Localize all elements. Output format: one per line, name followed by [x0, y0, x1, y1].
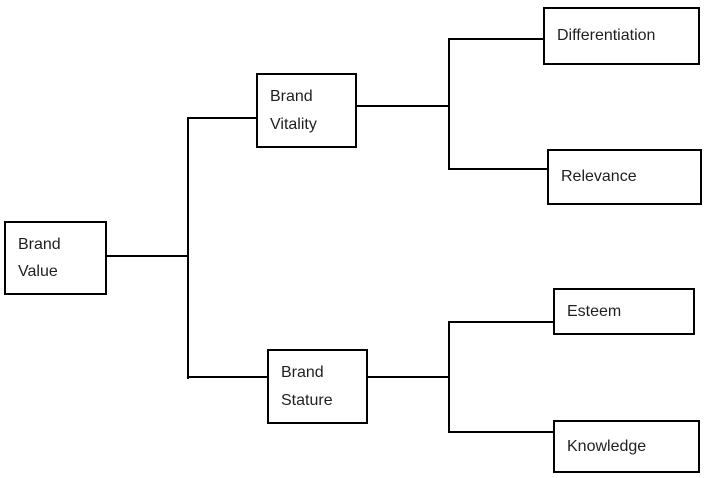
connector-to-brandvitality: [187, 117, 256, 119]
connector-stature-trunk: [448, 321, 450, 433]
connector-brandvalue-out: [107, 255, 189, 257]
node-esteem: Esteem: [553, 288, 695, 335]
connector-to-knowledge: [448, 431, 553, 433]
node-brand-value: Brand Value: [4, 221, 107, 295]
node-differentiation: Differentiation: [543, 7, 700, 65]
connector-to-relevance: [448, 168, 547, 170]
connector-to-differentiation: [448, 38, 543, 40]
node-relevance: Relevance: [547, 149, 702, 205]
connector-to-esteem: [448, 321, 553, 323]
node-brand-stature: Brand Stature: [267, 349, 368, 424]
connector-vitality-trunk: [448, 38, 450, 170]
connector-to-brandstature: [187, 376, 267, 378]
node-brand-vitality: Brand Vitality: [256, 73, 357, 148]
node-knowledge: Knowledge: [553, 420, 700, 473]
connector-root-trunk: [187, 117, 189, 379]
connector-brandstature-out: [368, 376, 450, 378]
connector-brandvitality-out: [357, 105, 450, 107]
